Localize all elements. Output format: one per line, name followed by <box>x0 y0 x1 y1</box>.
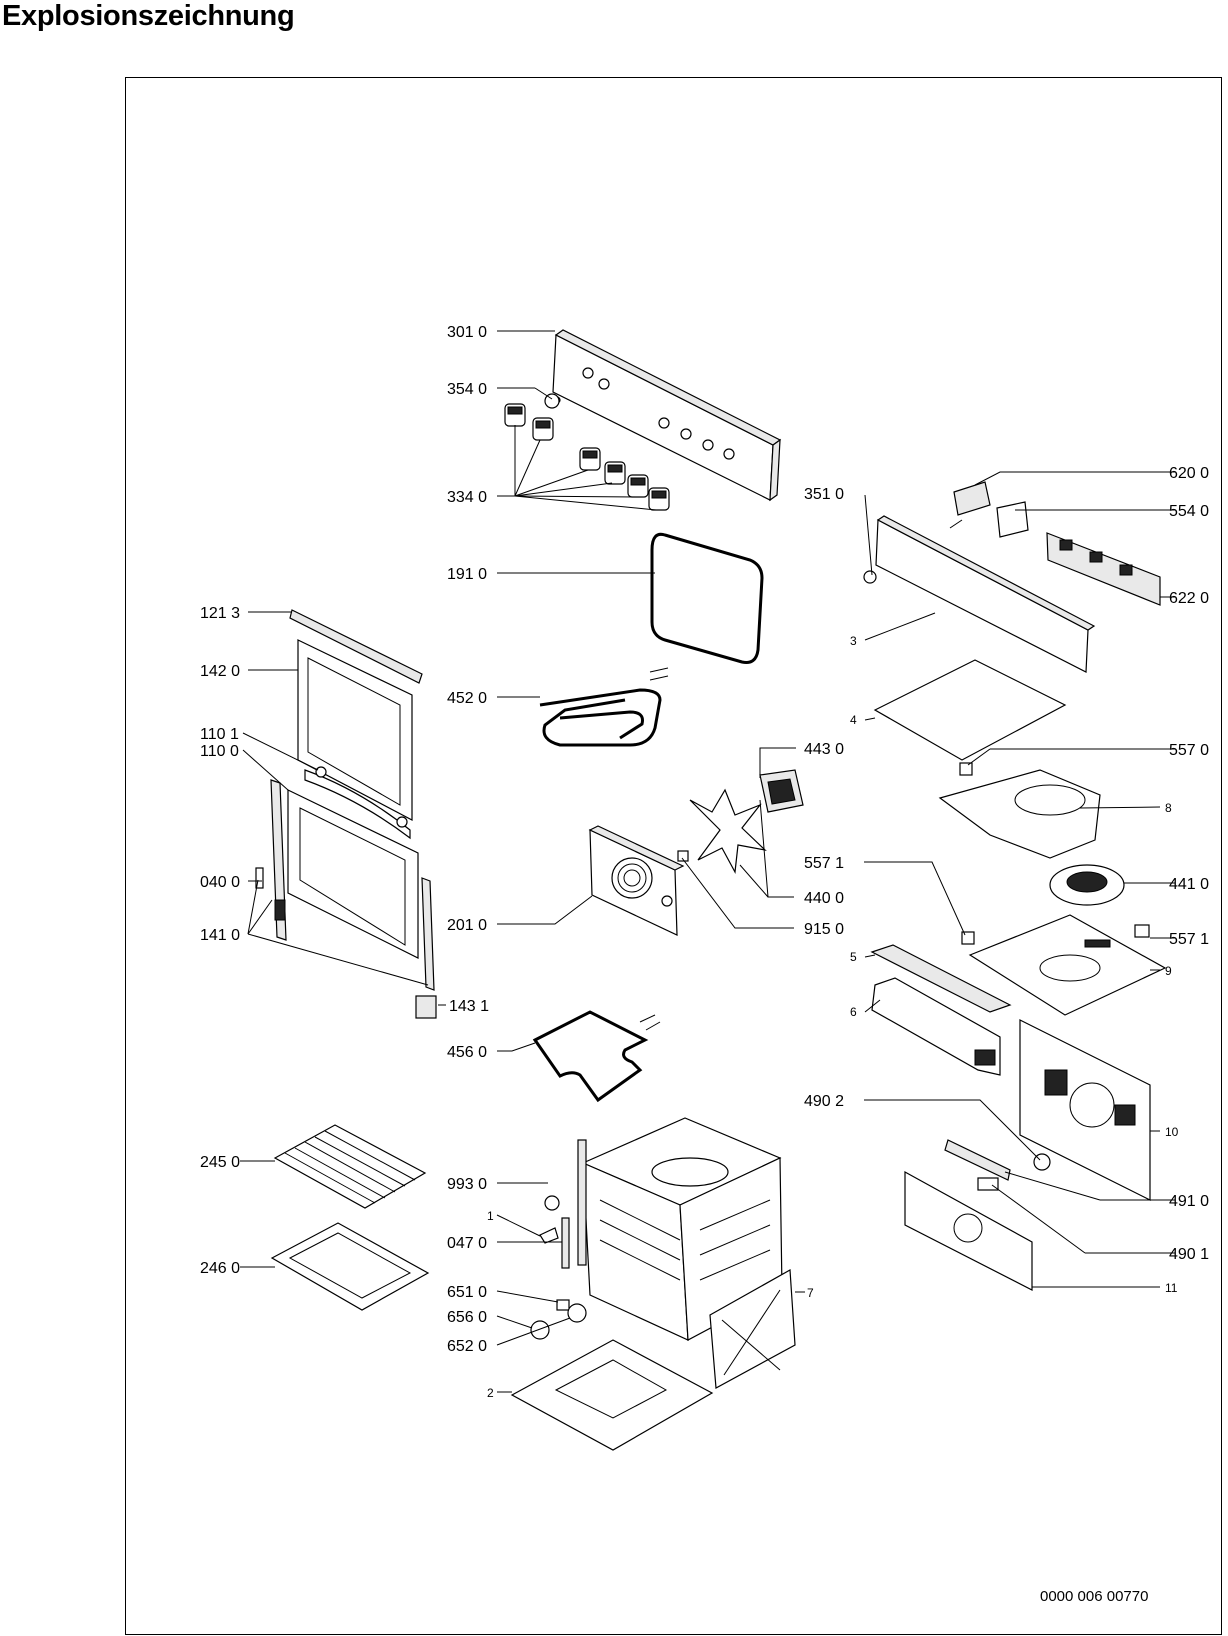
cover-plate-part <box>873 659 1067 761</box>
callout-label: 201 0 <box>447 917 487 934</box>
callout-label: 040 0 <box>200 874 240 891</box>
hinge-part <box>415 995 437 1019</box>
callout-label: 9 <box>1165 964 1172 978</box>
callout-label: 7 <box>807 1286 814 1300</box>
rear-fan-cover-part <box>588 825 685 936</box>
terminal-parts <box>944 1139 1051 1191</box>
callout-label: 143 1 <box>449 998 489 1015</box>
button-part <box>544 393 560 409</box>
callout-label: 620 0 <box>1169 465 1209 482</box>
door-handle-part <box>304 766 411 840</box>
bottom-heating-element-part <box>532 1010 661 1103</box>
control-panel-part <box>552 329 782 502</box>
drawing-frame <box>125 77 1222 1635</box>
callout-label: 191 0 <box>447 566 487 583</box>
small-fittings-parts <box>530 1195 587 1340</box>
callout-label: 440 0 <box>804 890 844 907</box>
callout-label: 443 0 <box>804 741 844 758</box>
inner-door-part <box>287 789 419 959</box>
callout-label: 490 2 <box>804 1093 844 1110</box>
convection-fan-part <box>677 769 804 874</box>
callout-label: 351 0 <box>804 486 844 503</box>
callout-label: 622 0 <box>1169 590 1209 607</box>
outer-door-glass-part <box>297 639 413 821</box>
callout-label: 245 0 <box>200 1154 240 1171</box>
thermostat-part <box>959 762 973 776</box>
callout-label: 490 1 <box>1169 1246 1209 1263</box>
callout-label: 652 0 <box>447 1338 487 1355</box>
switch-parts <box>953 481 1161 606</box>
knob-parts <box>504 403 670 511</box>
bottom-plate-part <box>510 1339 714 1451</box>
callout-label: 110 0 <box>200 743 239 760</box>
callout-label: 142 0 <box>200 663 240 680</box>
callout-label: 047 0 <box>447 1235 487 1252</box>
door-seal-part <box>650 532 764 664</box>
callout-label: 491 0 <box>1169 1193 1209 1210</box>
thermostat-part-3 <box>1134 924 1150 938</box>
callout-label: 656 0 <box>447 1309 487 1326</box>
callout-label: 354 0 <box>447 381 487 398</box>
cooling-fan-part <box>1049 864 1125 906</box>
callout-label: 651 0 <box>447 1284 487 1301</box>
callout-label: 554 0 <box>1169 503 1209 520</box>
callout-label: 110 1 <box>200 726 239 743</box>
callout-label: 3 <box>850 634 857 648</box>
callout-label: 557 1 <box>1169 931 1209 948</box>
callout-label: 8 <box>1165 801 1172 815</box>
callout-label: 6 <box>850 1005 857 1019</box>
callout-label: 4 <box>850 713 857 727</box>
callout-label: 915 0 <box>804 921 844 938</box>
callout-label: 301 0 <box>447 324 487 341</box>
callout-label: 11 <box>1165 1281 1178 1295</box>
control-housing-part <box>863 515 1096 673</box>
callout-label: 5 <box>850 950 857 964</box>
rear-panel-part <box>1019 1019 1151 1201</box>
callout-label: 452 0 <box>447 690 487 707</box>
callout-label: 141 0 <box>200 927 240 944</box>
document-number: 0000 006 00770 <box>1040 1588 1149 1605</box>
thermostat-part-2 <box>961 931 975 945</box>
door-rail-parts <box>255 779 435 991</box>
callout-label: 441 0 <box>1169 876 1209 893</box>
duct-parts <box>870 944 1012 1076</box>
page-title: Explosionszeichnung <box>2 0 295 32</box>
top-heating-element-part <box>539 667 669 747</box>
baking-tray-part <box>270 1222 430 1311</box>
callout-label: 1 <box>487 1209 494 1223</box>
callout-label: 993 0 <box>447 1176 487 1193</box>
callout-label: 2 <box>487 1386 494 1400</box>
callout-label: 557 0 <box>1169 742 1209 759</box>
callout-label: 334 0 <box>447 489 487 506</box>
oven-rack-part <box>273 1124 427 1209</box>
top-plate-part <box>968 914 1167 1016</box>
callout-label: 121 3 <box>200 605 240 622</box>
callout-label: 246 0 <box>200 1260 240 1277</box>
side-panel-part <box>709 1269 796 1389</box>
callout-label: 557 1 <box>804 855 844 872</box>
callout-label: 10 <box>1165 1125 1179 1139</box>
leader-lines <box>240 330 1175 1393</box>
fan-housing-plate-part <box>938 769 1101 859</box>
callout-label: 456 0 <box>447 1044 487 1061</box>
base-plate-part <box>904 1170 1033 1291</box>
door-top-strip-part <box>289 609 423 684</box>
